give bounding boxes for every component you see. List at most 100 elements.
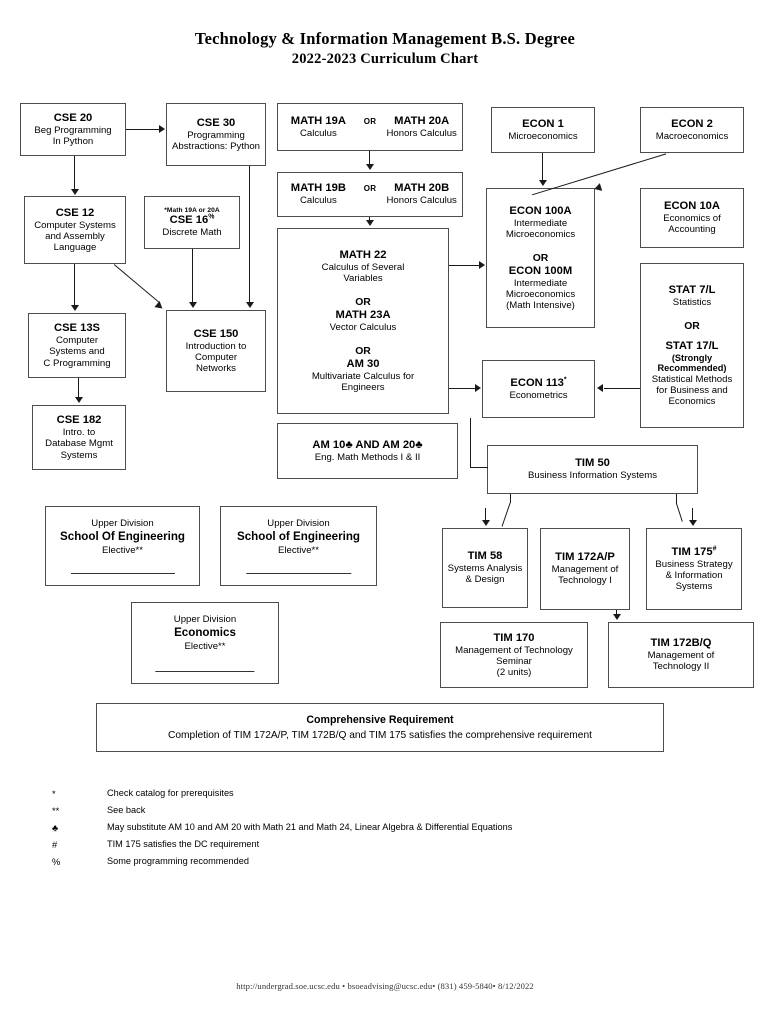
course-desc: Microeconomics [508, 130, 578, 142]
elective-signature-line [155, 671, 255, 672]
course-desc: and Assembly [45, 230, 105, 242]
connector-tim50-tim58-b [501, 502, 511, 527]
course-box-econ-1: ECON 1 Microeconomics [491, 107, 595, 153]
page-title: Technology & Information Management B.S.… [194, 29, 576, 48]
elective-label: Elective** [184, 640, 226, 652]
or-separator: OR [684, 320, 700, 332]
connector-math19a-math19b [369, 151, 371, 165]
elective-level: Upper Division [267, 518, 330, 529]
connector-cse12-cse150 [113, 264, 159, 303]
connector-tim50-tim175-b [675, 502, 683, 522]
footnote-symbol: # [52, 839, 58, 850]
course-code: ECON 100A [509, 204, 572, 217]
arrow-head [612, 614, 621, 620]
page-subtitle: 2022-2023 Curriculum Chart [291, 51, 479, 67]
course-desc: Intermediate [513, 277, 568, 289]
course-desc: Business Information Systems [527, 470, 658, 482]
connector-cse13s-cse182 [78, 378, 80, 398]
course-box-cse-13s: CSE 13S Computer Systems and C Programmi… [28, 313, 126, 378]
course-desc: Programming [187, 129, 245, 141]
elective-signature-line [70, 573, 175, 574]
arrow-head [538, 180, 547, 186]
page-footer: http://undergrad.soe.ucsc.edu • bsoeadvi… [236, 981, 534, 991]
elective-box-economics: Upper Division Economics Elective** [131, 602, 279, 684]
course-box-cse-20: CSE 20 Beg Programming In Python [20, 103, 126, 156]
arrow-head [159, 125, 165, 133]
course-box-econ-10a: ECON 10A Economics of Accounting [640, 188, 744, 248]
connector-cse20-cse12 [74, 156, 76, 190]
course-option-right: MATH 20B Honors Calculus [385, 182, 458, 206]
course-desc: Technology I [558, 575, 612, 587]
course-code: ECON 113* [510, 376, 567, 389]
course-box-cse-12: CSE 12 Computer Systems and Assembly Lan… [24, 196, 126, 264]
course-desc: & Design [465, 574, 505, 586]
course-desc: Discrete Math [162, 227, 222, 239]
course-box-cse-150: CSE 150 Introduction to Computer Network… [166, 310, 266, 392]
course-desc: Management of [551, 564, 619, 576]
course-desc: Business Strategy [655, 558, 733, 570]
course-code: MATH 20A [394, 114, 450, 127]
course-desc: Vector Calculus [329, 321, 397, 333]
elective-box-soe-1: Upper Division School Of Engineering Ele… [45, 506, 200, 586]
footnotes-list: * Check catalog for prerequisites ** See… [45, 788, 725, 873]
arrow-head [154, 300, 165, 312]
course-desc: C Programming [43, 357, 111, 369]
course-code: ECON 100M [508, 264, 573, 277]
course-code: CSE 20 [53, 111, 93, 124]
elective-subject: School of Engineering [236, 530, 361, 544]
arrow-head [74, 397, 83, 403]
course-code: MATH 19A [290, 114, 346, 127]
course-box-tim-170: TIM 170 Management of Technology Seminar… [440, 622, 588, 688]
course-desc: Honors Calculus [386, 195, 457, 207]
course-code: CSE 12 [55, 206, 95, 219]
or-separator: OR [532, 252, 549, 264]
course-desc: Econometrics [509, 389, 568, 401]
comprehensive-title: Comprehensive Requirement [306, 714, 454, 726]
arrow-head [188, 302, 197, 308]
connector-cse30-cse150 [249, 166, 251, 303]
course-desc: Management of Technology [455, 644, 573, 656]
arrow-head [365, 164, 374, 170]
connector-tim172ap-tim172bq [616, 610, 618, 616]
course-code: AM 30 [346, 358, 380, 371]
course-desc: Intermediate [513, 217, 568, 229]
course-desc: Database Mgmt [45, 438, 113, 450]
course-desc: Intro. to [62, 427, 96, 439]
course-desc: Statistics [672, 296, 712, 308]
course-code: CSE 182 [56, 414, 102, 427]
arrow-head [593, 183, 603, 193]
course-option-row: MATH 19B Calculus OR MATH 20B Honors Cal… [282, 182, 458, 206]
course-desc: Systems [60, 449, 98, 461]
course-code: CSE 150 [193, 327, 239, 340]
course-desc: Accounting [668, 224, 716, 236]
course-desc: Abstractions: Python [172, 140, 260, 152]
course-box-stat-7l-17l: STAT 7/L Statistics OR STAT 17/L (Strong… [640, 263, 744, 428]
course-desc: Macroeconomics [655, 130, 729, 142]
course-desc: Systems [675, 581, 713, 593]
course-desc: & Information [665, 569, 723, 581]
course-desc: Microeconomics [505, 289, 576, 301]
course-code: STAT 7/L [668, 283, 716, 296]
course-box-econ-2: ECON 2 Macroeconomics [640, 107, 744, 153]
course-desc: Systems Analysis [447, 563, 523, 575]
comprehensive-requirement-box: Comprehensive Requirement Completion of … [96, 703, 664, 752]
arrow-head [481, 520, 490, 526]
or-separator: OR [363, 116, 377, 126]
course-box-math-19b-20b: MATH 19B Calculus OR MATH 20B Honors Cal… [277, 172, 463, 217]
course-desc: Technology II [652, 661, 710, 673]
course-box-tim-175: TIM 175# Business Strategy & Information… [646, 528, 742, 610]
elective-subject: Economics [174, 626, 236, 640]
course-desc: Computer Systems [34, 219, 116, 231]
elective-label: Elective** [101, 544, 144, 556]
course-box-tim-58: TIM 58 Systems Analysis & Design [442, 528, 528, 608]
elective-signature-line [245, 573, 352, 574]
arrow-head [475, 384, 481, 392]
course-code: MATH 22 [339, 248, 387, 261]
course-code: TIM 172A/P [555, 551, 615, 564]
course-desc: (2 units) [496, 667, 532, 679]
or-separator: OR [363, 184, 377, 194]
course-desc: Systems and [49, 346, 105, 358]
course-code: TIM 175# [671, 545, 717, 558]
course-box-math-19a-20a: MATH 19A Calculus OR MATH 20A Honors Cal… [277, 103, 463, 151]
